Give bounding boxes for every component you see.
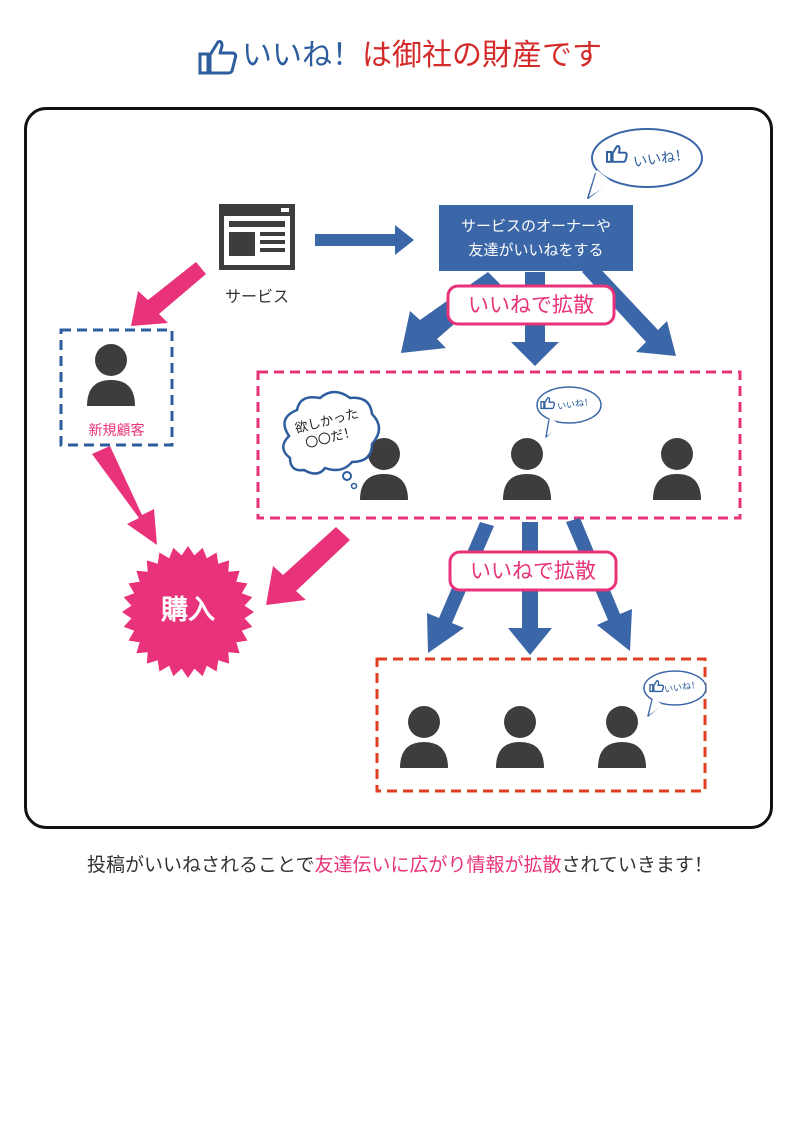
arrow-to-new-customer	[131, 262, 206, 326]
diagram-frame	[24, 107, 773, 829]
want-thought-bubble	[282, 390, 381, 490]
purchase-starburst	[122, 546, 254, 678]
new-customer-box	[59, 328, 174, 447]
new-customer-person-icon	[87, 344, 135, 406]
friends-group-box	[256, 370, 742, 520]
title-asset-text: は御社の財産です	[362, 38, 602, 73]
owner-box-text: サービスのオーナーや 友達がいいねをする	[439, 214, 633, 262]
service-label: サービス	[224, 287, 289, 306]
extended-person-icon-2	[496, 706, 544, 768]
like-bubble-top	[587, 128, 703, 199]
arrow-newcustomer-to-purchase	[92, 446, 157, 545]
extended-group-box	[375, 657, 707, 793]
extended-person-icon-1	[400, 706, 448, 768]
title-like-text: いいね！	[242, 38, 362, 73]
purchase-label: 購入	[161, 595, 215, 626]
arrow-group-to-purchase	[266, 527, 350, 605]
owner-box-line-1: サービスのオーナーや	[460, 217, 611, 235]
thumbs-up-icon	[198, 39, 238, 74]
page-title: いいね！は御社の財産です	[0, 36, 800, 76]
service-window-icon	[219, 204, 295, 270]
owner-box	[439, 205, 633, 271]
like-bubble-middle	[536, 386, 602, 438]
extended-person-icon-3	[598, 706, 646, 768]
friend-person-icon-3	[653, 438, 701, 500]
arrow-to-owner	[315, 225, 414, 255]
friend-person-icon-2	[503, 438, 551, 500]
spread-label-2: いいねで拡散	[470, 559, 596, 583]
caption: 投稿がいいねされることで友達伝いに広がり情報が拡散されていきます！	[0, 850, 800, 880]
spread-label-box-2	[448, 550, 618, 592]
like-bubble-bottom	[643, 670, 707, 717]
caption-part-1: 投稿がいいねされることで	[87, 854, 315, 876]
spread-label-1: いいねで拡散	[468, 293, 594, 317]
owner-box-line-2: 友達がいいねをする	[468, 241, 604, 259]
caption-highlight: 友達伝いに広がり情報が拡散	[314, 854, 562, 876]
spread-label-box-1	[446, 284, 616, 326]
caption-part-2: されていきます！	[561, 854, 713, 876]
new-customer-label: 新規顧客	[88, 423, 145, 439]
